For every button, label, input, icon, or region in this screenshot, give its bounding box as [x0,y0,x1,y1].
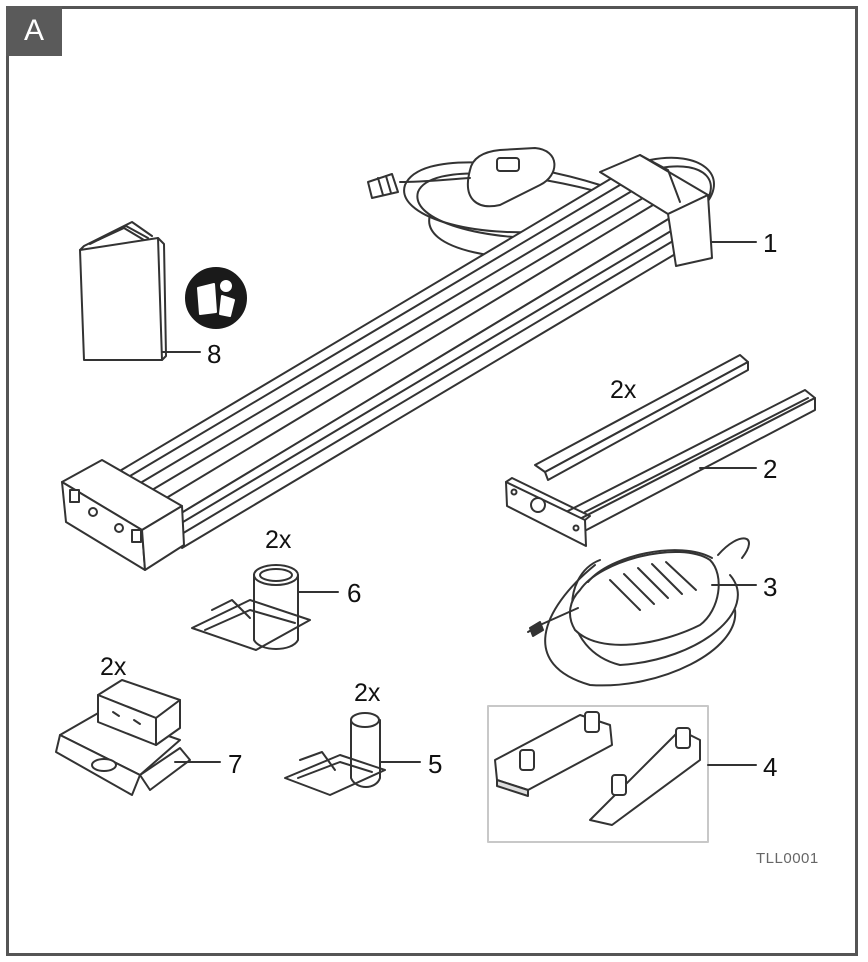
mounting-rails [505,354,816,547]
quantity-part-5: 2x [354,679,381,707]
callout-4: 4 [763,752,778,782]
clip-with-tube-5 [284,712,421,796]
callout-3: 3 [763,572,778,602]
callout-8: 8 [207,339,222,369]
callout-7: 7 [228,749,243,779]
panel-letter: A [23,14,44,47]
clamp-bracket-7 [55,679,221,796]
end-caps [487,705,757,843]
quantity-part-7: 2x [100,653,127,681]
power-supply [527,537,757,687]
quantity-part-2: 2x [610,376,637,404]
callout-1: 1 [763,228,778,258]
led-bar [61,147,757,571]
clip-with-tube-6 [191,564,339,651]
panel-letter-tab: A [6,6,62,56]
callout-2: 2 [763,454,778,484]
quantity-part-6: 2x [265,526,292,554]
callout-5: 5 [428,749,443,779]
figure-code: TLL0001 [756,850,819,867]
callout-6: 6 [347,578,362,608]
read-manual-icon [185,267,247,329]
manual-booklet [79,221,201,361]
